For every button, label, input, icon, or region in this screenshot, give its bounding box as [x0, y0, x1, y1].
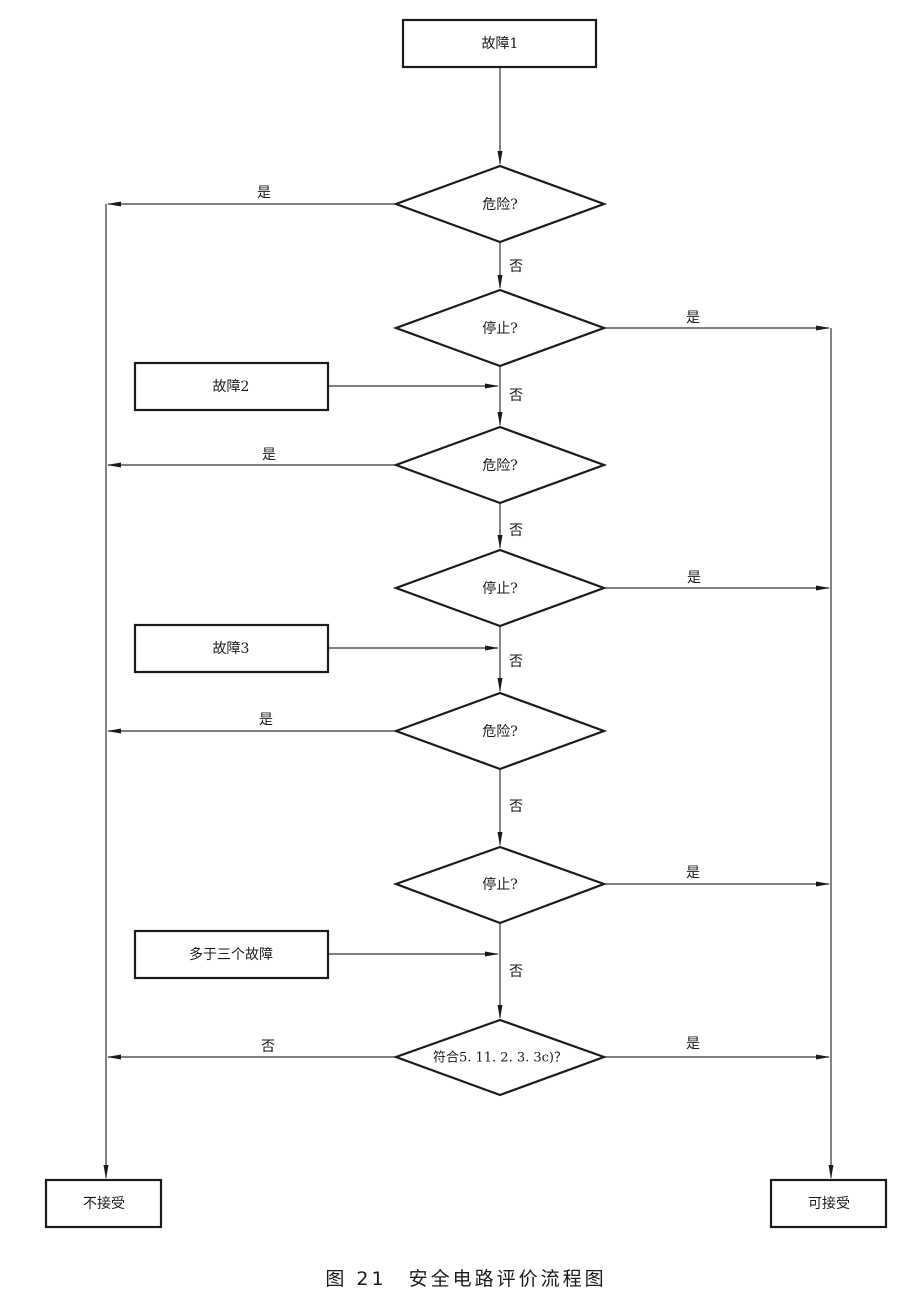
node-fault1-label: 故障1 [482, 36, 519, 52]
decision-danger3: 危险? [392, 691, 608, 771]
label-danger2-no: 否 [509, 523, 523, 539]
label-danger2-yes: 是 [262, 447, 276, 463]
decision-stop3: 停止? [392, 845, 608, 925]
node-fault2-label: 故障2 [213, 379, 250, 395]
decision-danger3-label: 危险? [482, 724, 518, 740]
decision-stop2: 停止? [392, 548, 608, 628]
label-stop2-yes: 是 [687, 570, 701, 586]
label-stop1-no: 否 [509, 388, 523, 404]
decision-danger1-label: 危险? [482, 197, 518, 213]
node-fault2: 故障2 [133, 361, 330, 412]
label-stop2-no: 否 [509, 654, 523, 670]
label-comply-yes: 是 [686, 1036, 700, 1052]
decision-stop1-label: 停止? [482, 320, 518, 337]
node-fault1: 故障1 [401, 18, 598, 69]
decision-stop1: 停止? [392, 288, 608, 368]
decision-danger1: 危险? [392, 164, 608, 244]
decision-stop2-label: 停止? [482, 580, 518, 597]
decision-stop3-label: 停止? [482, 876, 518, 893]
decision-danger2: 危险? [392, 425, 608, 505]
node-fault-more: 多于三个故障 [133, 929, 330, 980]
node-reject-label: 不接受 [83, 1195, 125, 1212]
node-fault-more-label: 多于三个故障 [189, 946, 273, 963]
node-accept: 可接受 [769, 1178, 888, 1229]
decision-danger2-label: 危险? [482, 458, 518, 474]
edge-labels: 是 否 是 否 是 否 是 否 是 否 是 否 否 是 [257, 185, 701, 1055]
label-danger3-yes: 是 [259, 712, 273, 728]
decision-comply: 符合5. 11. 2. 3. 3c)？ [392, 1018, 608, 1097]
label-stop1-yes: 是 [686, 310, 700, 326]
node-fault3-label: 故障3 [213, 641, 250, 657]
label-danger1-yes: 是 [257, 185, 271, 201]
node-reject: 不接受 [44, 1178, 163, 1229]
connectors [103, 67, 834, 1179]
label-danger3-no: 否 [509, 799, 523, 815]
figure-caption: 图 21 安全电路评价流程图 [325, 1268, 606, 1290]
node-accept-label: 可接受 [808, 1195, 850, 1212]
decision-comply-label: 符合5. 11. 2. 3. 3c)？ [433, 1050, 567, 1066]
node-fault3: 故障3 [133, 623, 330, 674]
label-comply-no: 否 [261, 1039, 275, 1055]
label-stop3-yes: 是 [686, 865, 700, 881]
label-danger1-no: 否 [509, 259, 523, 275]
label-stop3-no: 否 [509, 964, 523, 980]
